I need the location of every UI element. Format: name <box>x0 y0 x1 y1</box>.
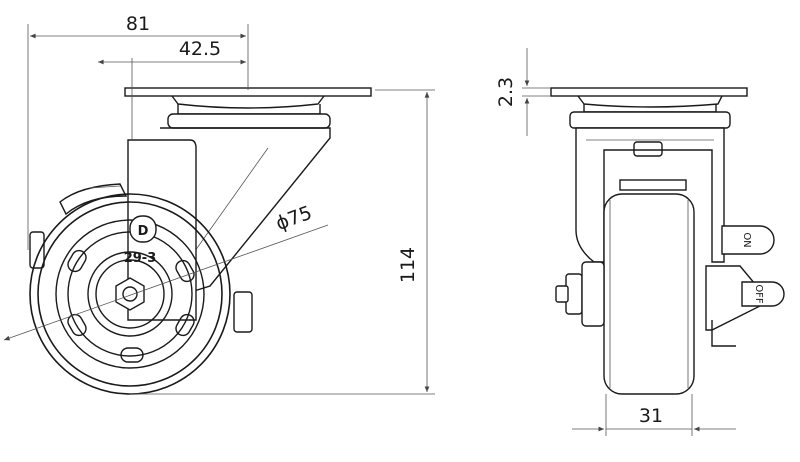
dim-offset: 42.5 <box>179 38 221 60</box>
dim-overall-width: 81 <box>126 13 150 35</box>
brake-pedal <box>59 183 128 216</box>
logo-letter: D <box>138 224 149 239</box>
hub-slots <box>67 249 195 363</box>
axle-nut <box>115 277 145 311</box>
front-top-plate <box>550 87 748 97</box>
dim-wheel-width: 31 <box>639 405 663 427</box>
lock-on-label: ON <box>741 232 752 247</box>
lock-on-tab <box>721 225 775 255</box>
logo-mark <box>129 215 157 243</box>
swivel-ring <box>167 113 331 129</box>
dim-wheel-diameter: ϕ75 <box>273 202 315 235</box>
swivel-bearing <box>171 95 325 109</box>
dim-plate-thickness: 2.3 <box>495 77 517 107</box>
side-view: D 29-3 <box>29 87 372 395</box>
front-fork <box>575 127 725 263</box>
front-swivel-ring <box>569 111 731 129</box>
front-view: ON OFF <box>550 87 785 395</box>
dim-height: 114 <box>397 247 419 283</box>
front-wheel <box>603 193 695 395</box>
side-dimensions: 81 42.5 114 ϕ75 <box>3 13 435 395</box>
front-dimensions: 2.3 31 <box>495 48 736 436</box>
lock-off-label: OFF <box>753 284 764 304</box>
model-label: 29-3 <box>124 251 157 266</box>
lock-off-tab <box>741 281 785 307</box>
